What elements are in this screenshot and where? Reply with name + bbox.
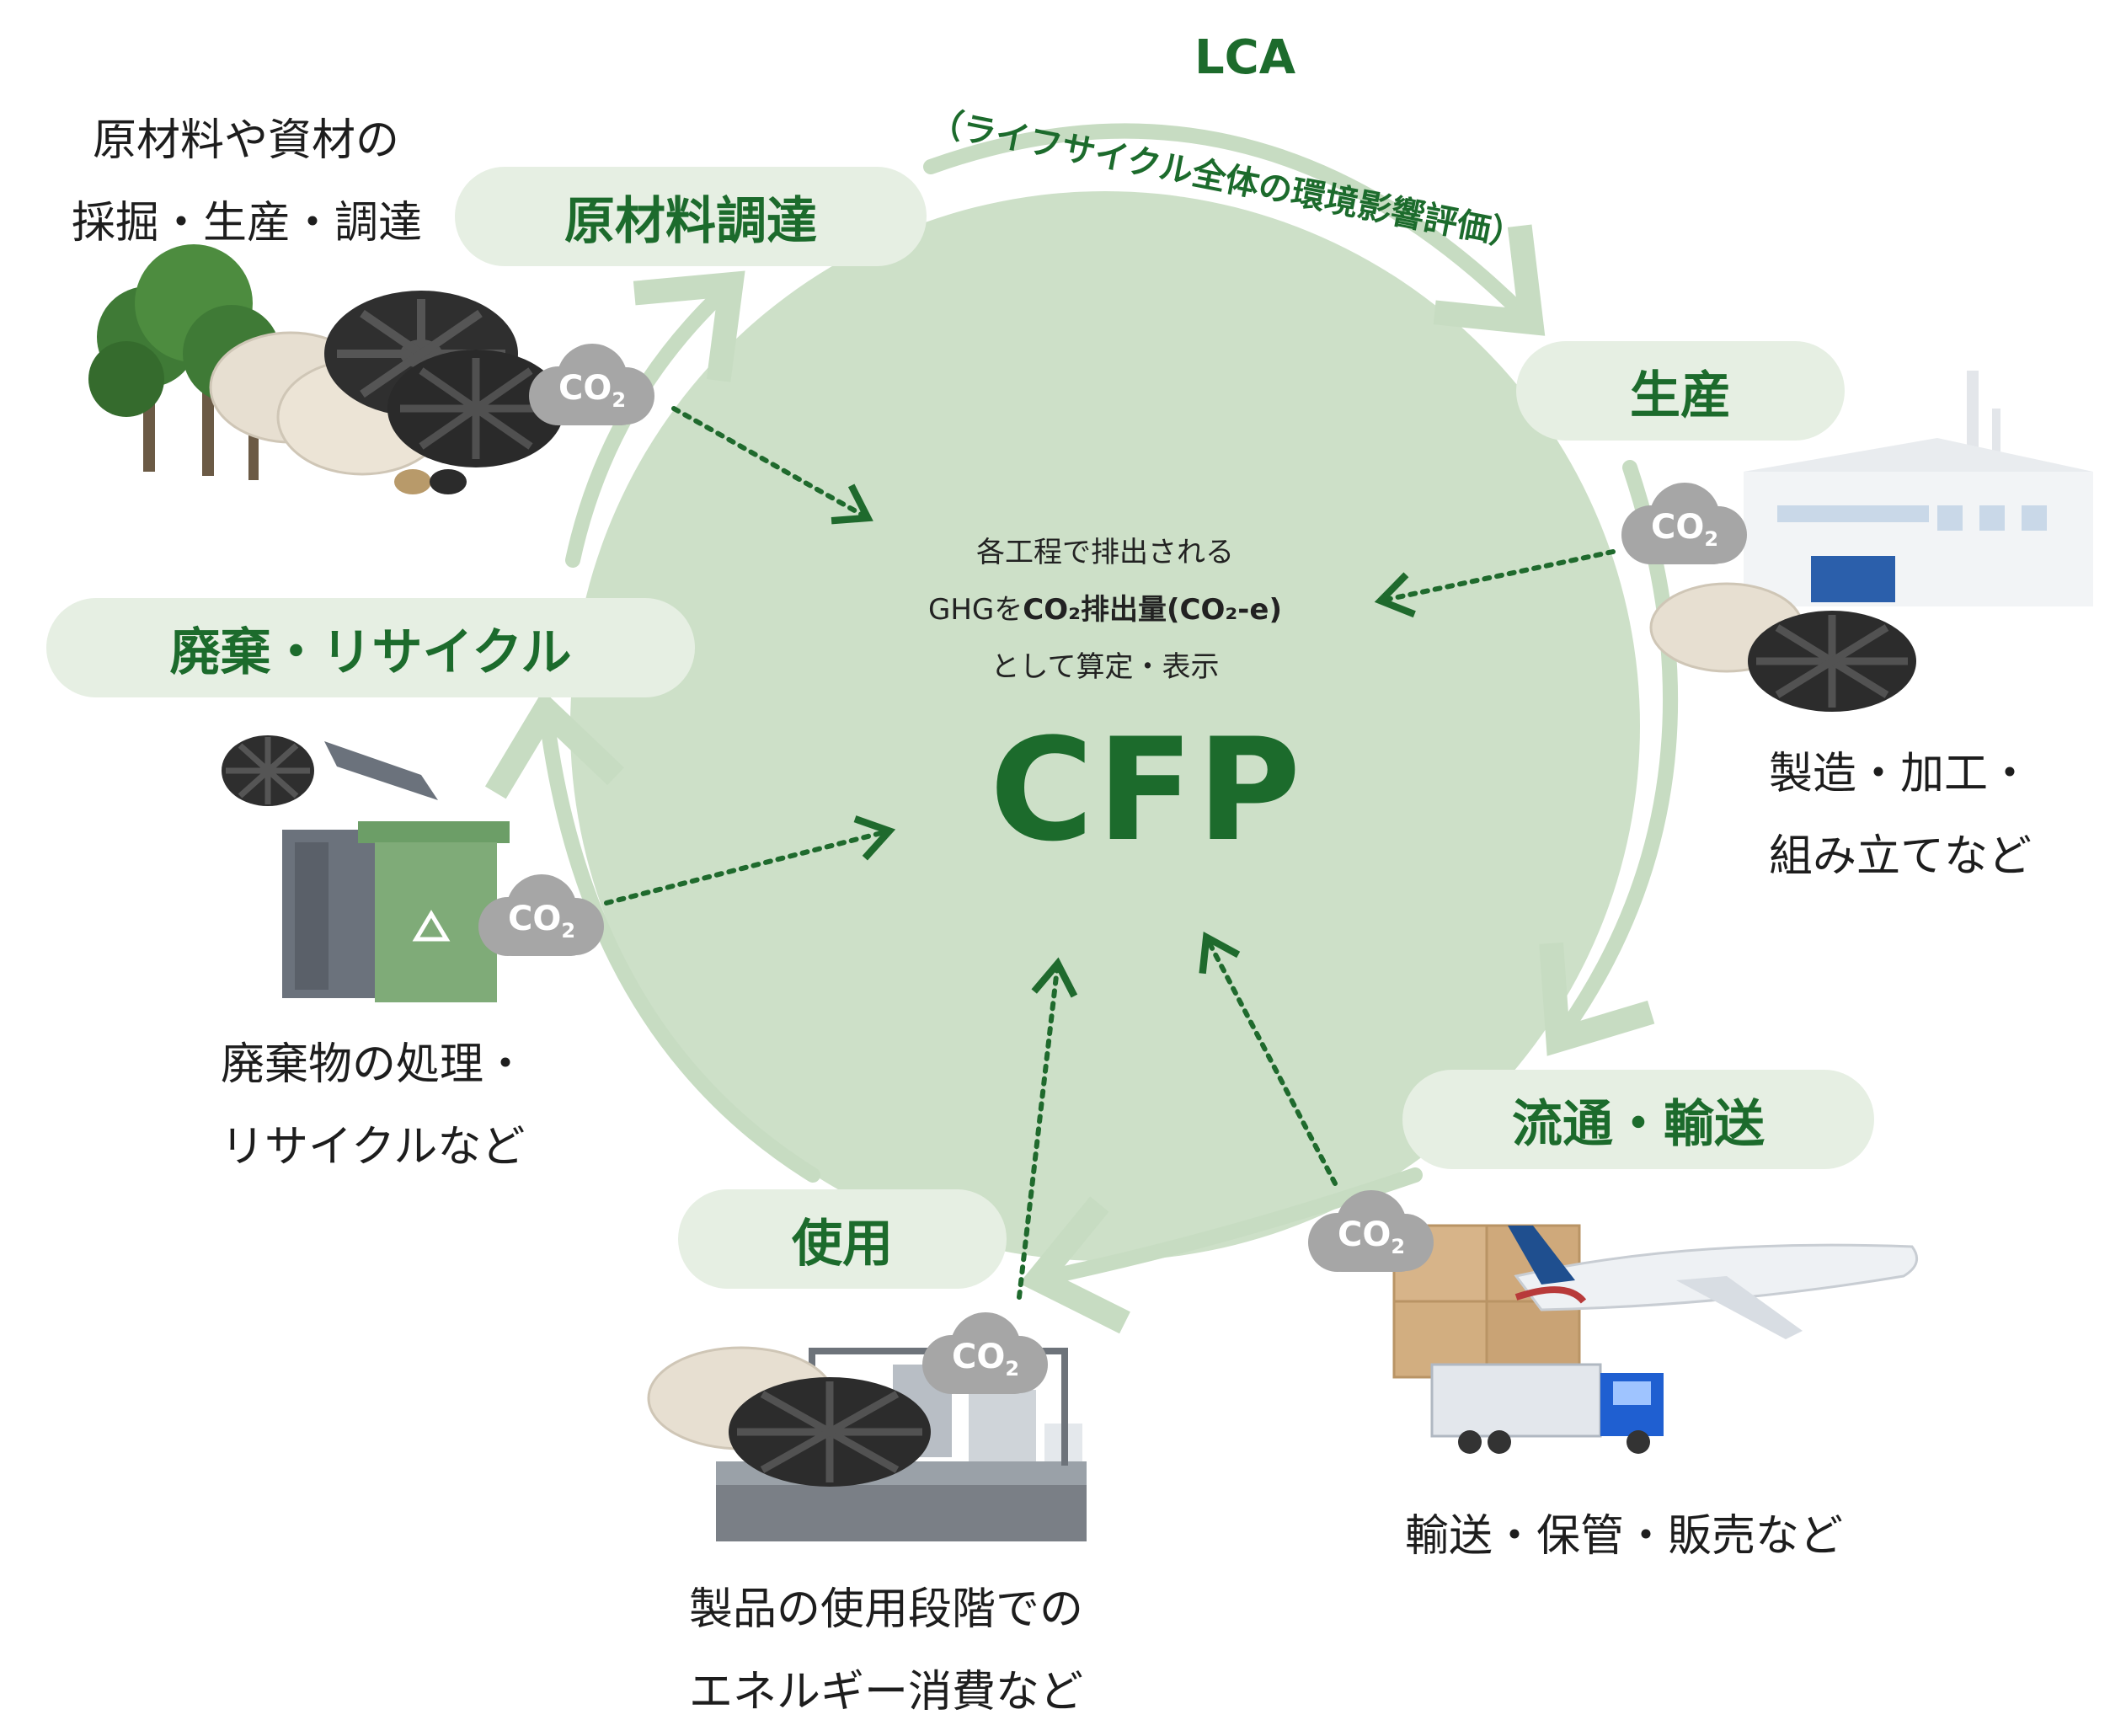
lca-title: LCA <box>1194 30 1296 85</box>
distribution-desc-line1: 輸送・保管・販売など <box>1405 1511 1844 1562</box>
raw-materials-description: 原材料や資材の 採掘・生産・調達 <box>72 99 422 264</box>
use-illustration <box>647 1346 1087 1541</box>
arrow-raw-to-production <box>923 123 1546 336</box>
center-line2-emphasis: CO₂排出量(CO₂-e) <box>1023 593 1282 627</box>
center-line3: として算定・表示 <box>991 650 1220 684</box>
stage-pill-use: 使用 <box>678 1189 1007 1289</box>
emission-arrow-raw <box>671 406 873 525</box>
raw-desc-line1: 原材料や資材の <box>93 115 400 166</box>
stage-pill-production: 生産 <box>1516 341 1845 441</box>
co2-cloud-disposal: CO2 <box>507 900 576 943</box>
use-desc-line1: 製品の使用段階での <box>689 1584 1084 1635</box>
co2-cloud-production: CO2 <box>1650 508 1719 551</box>
disposal-desc-line2: リサイクルなど <box>221 1122 526 1172</box>
production-desc-line2: 組み立てなど <box>1769 831 2033 882</box>
distribution-illustration <box>1392 1224 1919 1454</box>
production-desc-line1: 製造・加工・ <box>1769 749 2033 799</box>
center-circle <box>570 191 1640 1261</box>
stage-pill-distribution: 流通・輸送 <box>1402 1070 1874 1169</box>
co2-cloud-use: CO2 <box>951 1338 1020 1381</box>
emission-arrow-distribution <box>1199 931 1338 1186</box>
use-desc-line2: エネルギー消費など <box>689 1667 1084 1717</box>
arrow-use-to-disposal <box>484 690 820 1183</box>
co2-cloud-distribution: CO2 <box>1337 1215 1406 1258</box>
center-line1: 各工程で排出される <box>976 536 1234 569</box>
emission-arrow-disposal <box>604 815 896 905</box>
disposal-desc-line1: 廃棄物の処理・ <box>221 1039 528 1090</box>
distribution-description: 輸送・保管・販売など <box>1405 1495 1843 1578</box>
raw-materials-illustration <box>88 244 564 494</box>
disposal-illustration <box>222 735 510 1002</box>
disposal-description: 廃棄物の処理・ リサイクルなど <box>221 1023 527 1188</box>
emission-arrow-use <box>1017 957 1078 1300</box>
stage-pill-disposal: 廃棄・リサイクル <box>46 598 695 697</box>
raw-desc-line2: 採掘・生産・調達 <box>72 198 423 248</box>
co2-cloud-raw: CO2 <box>558 369 627 412</box>
use-description: 製品の使用段階での エネルギー消費など <box>689 1568 1083 1733</box>
center-line2-prefix: GHGを <box>927 593 1023 627</box>
center-line2: GHGをCO₂排出量(CO₂-e) <box>852 586 1358 628</box>
cfp-title: CFP <box>990 708 1305 873</box>
co2-cloud-shapes <box>478 344 1747 1394</box>
emission-arrow-production <box>1374 549 1616 618</box>
production-description: 製造・加工・ 組み立てなど <box>1769 733 2032 898</box>
emission-arrows <box>604 406 1616 1300</box>
stage-pill-raw-materials: 原材料調達 <box>455 167 927 266</box>
factory-illustration <box>1649 371 2093 712</box>
